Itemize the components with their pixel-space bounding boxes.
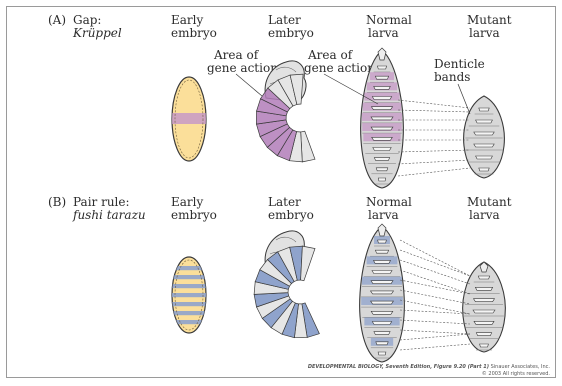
denticle-band (371, 117, 393, 120)
denticle-band (474, 132, 494, 135)
ftz-stripe (168, 275, 212, 279)
denticle-band (376, 342, 388, 345)
denticle-band (372, 322, 391, 325)
ftz-stripe (168, 293, 212, 297)
correspondence-line (400, 300, 470, 314)
denticle-band (474, 321, 494, 324)
denticle-band (372, 271, 392, 274)
ftz-later-embryo (254, 231, 319, 338)
denticle-band (473, 310, 495, 313)
krupple-normal-larva (361, 48, 404, 188)
denticle-band (375, 250, 388, 253)
correspondence-line (400, 290, 470, 304)
correspondence-line (400, 260, 470, 284)
denticle-band (479, 108, 489, 111)
denticle-band (474, 299, 495, 302)
krupple-early-embryo (168, 77, 212, 161)
correspondence-line (400, 344, 470, 350)
annotation-pointer-1 (236, 74, 262, 96)
later-embryo-segment (301, 131, 315, 162)
denticle-band (378, 240, 387, 243)
ftz-correspondence-lines (400, 240, 470, 350)
correspondence-line (400, 270, 470, 294)
correspondence-line (398, 160, 470, 164)
ftz-stripe (168, 311, 212, 315)
denticle-band (378, 352, 386, 355)
denticle-band (374, 260, 391, 263)
denticle-band (478, 276, 489, 279)
denticle-band (374, 86, 391, 89)
denticle-band (371, 301, 394, 304)
krupple-later-embryo (256, 61, 315, 162)
denticle-band (479, 168, 489, 171)
denticle-band (371, 127, 393, 130)
correspondence-line (398, 168, 470, 176)
denticle-band (373, 148, 391, 151)
denticle-band (377, 66, 386, 69)
ftz-early-embryo (168, 257, 212, 333)
correspondence-line (398, 110, 470, 112)
denticle-band (476, 333, 491, 336)
denticle-band (374, 158, 389, 161)
denticle-band (371, 107, 392, 110)
denticle-band (372, 97, 391, 100)
correspondence-line (398, 150, 470, 152)
annotation-pointer-3 (458, 84, 470, 114)
denticle-band (371, 281, 393, 284)
krupple-mutant-larva (464, 96, 505, 178)
correspondence-line (400, 240, 470, 276)
later-embryo-segment (301, 246, 315, 281)
correspondence-line (398, 100, 470, 108)
correspondence-line (400, 330, 470, 334)
denticle-band (480, 344, 489, 347)
denticle-band (378, 178, 385, 181)
ftz-stripe (168, 266, 212, 270)
denticle-band (376, 168, 388, 171)
ftz-later-segments (254, 246, 319, 338)
ftz-normal-larva (360, 224, 405, 362)
denticle-band (474, 144, 494, 147)
ftz-stripe (168, 320, 212, 324)
denticle-band (476, 156, 493, 159)
denticle-band (371, 311, 393, 314)
correspondence-line (400, 310, 470, 314)
denticle-band (375, 76, 388, 79)
denticle-band (371, 291, 394, 294)
krupple-expression-band (168, 113, 212, 124)
denticle-band (475, 287, 492, 290)
denticle-band (372, 137, 393, 140)
denticle-band (476, 120, 493, 123)
correspondence-line (400, 320, 470, 324)
krupple-correspondence-lines (398, 100, 470, 176)
denticle-band (374, 332, 390, 335)
correspondence-line (400, 334, 470, 340)
